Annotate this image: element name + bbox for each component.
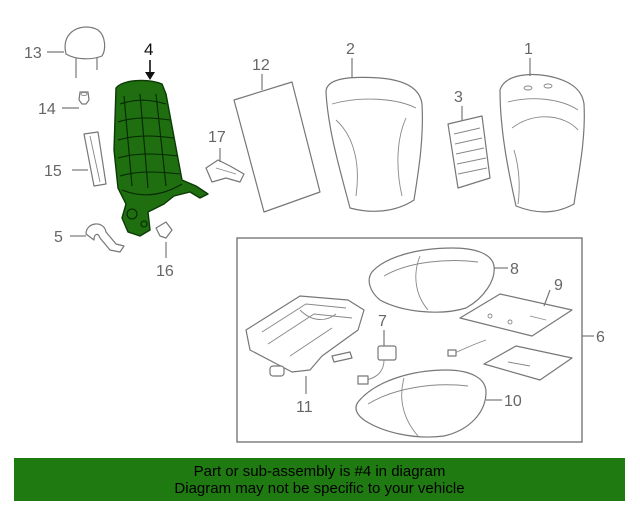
guide-part xyxy=(78,91,90,105)
side-trim-part xyxy=(83,131,107,187)
callout-4: 4 xyxy=(144,40,153,59)
callout-1: 1 xyxy=(524,41,533,58)
headrest-part xyxy=(64,26,106,78)
cushion-pad-part xyxy=(355,369,487,438)
cushion-cover-part xyxy=(368,247,495,313)
callout-13: 13 xyxy=(24,45,42,62)
seat-back-frame-part xyxy=(113,79,209,237)
callout-15: 15 xyxy=(44,163,62,180)
banner-line-1: Part or sub-assembly is #4 in diagram xyxy=(193,462,446,480)
banner-line-2: Diagram may not be specific to your vehi… xyxy=(174,479,465,497)
vent-pad-part xyxy=(447,115,491,189)
plate-part xyxy=(205,159,245,183)
callout-14: 14 xyxy=(38,101,56,118)
sub-assembly-box xyxy=(236,237,583,443)
callout-16: 16 xyxy=(156,263,174,280)
callout-3: 3 xyxy=(454,89,463,106)
callout-2: 2 xyxy=(346,41,355,58)
callout-11: 11 xyxy=(296,399,313,416)
seat-back-assembly-part xyxy=(499,73,585,213)
callout-7: 7 xyxy=(378,313,387,330)
bracket-part xyxy=(85,223,125,253)
seat-back-cover-part xyxy=(325,76,423,212)
callout-9: 9 xyxy=(554,277,563,294)
callout-8: 8 xyxy=(510,261,519,278)
back-panel-part xyxy=(233,81,321,213)
callout-17: 17 xyxy=(208,129,226,146)
info-banner: Part or sub-assembly is #4 in diagram Di… xyxy=(14,458,625,501)
seat-track-part xyxy=(245,295,365,377)
callout-12: 12 xyxy=(252,57,270,74)
clip-part xyxy=(155,221,173,239)
callout-5: 5 xyxy=(54,229,63,246)
connector-part xyxy=(357,345,397,385)
parts-diagram: 13 14 15 5 4 16 xyxy=(24,26,605,443)
callout-6: 6 xyxy=(596,329,605,346)
heater-pad-lower-part xyxy=(483,345,573,381)
wire-harness-part xyxy=(447,339,487,357)
callout-10: 10 xyxy=(504,393,522,410)
